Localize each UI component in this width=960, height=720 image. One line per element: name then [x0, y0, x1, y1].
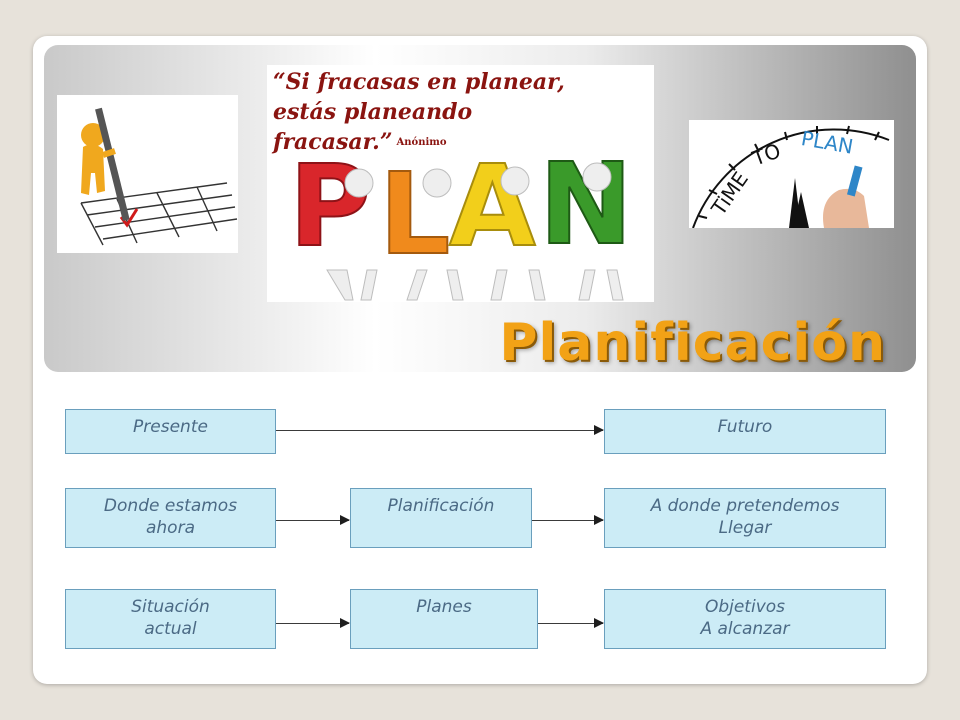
box-line: A alcanzar [700, 619, 790, 639]
box-situacion-actual: Situación actual [65, 589, 276, 649]
clock-icon: TiME TO PLAN [692, 125, 890, 228]
arrow-row2-left [276, 515, 350, 525]
box-line: Planes [416, 597, 472, 617]
arrow-row3-right [538, 618, 604, 628]
box-line: Planificación [387, 496, 495, 516]
box-line: ahora [145, 518, 195, 538]
plan-quote-image: “Si fracasas en planear, estás planeando… [267, 65, 654, 302]
quote-text: “Si fracasas en planear, estás planeando… [273, 67, 643, 158]
box-line: actual [144, 619, 197, 639]
clock-text-time: TiME [706, 167, 753, 220]
box-line: Objetivos [704, 597, 786, 617]
box-line: Presente [133, 417, 208, 437]
box-line: Situación [131, 597, 210, 617]
box-planes: Planes [350, 589, 538, 649]
time-to-plan-image: TiME TO PLAN [689, 120, 894, 228]
quote-line-2: estás planeando fracasar.”Anónimo [273, 99, 473, 155]
plan-letter-n: N [539, 140, 633, 270]
box-donde-estamos: Donde estamos ahora [65, 488, 276, 548]
plan-letter-a: A [449, 142, 536, 272]
box-line: Futuro [717, 417, 773, 437]
plan-letters-illustration: P L A N [288, 139, 634, 301]
box-line: A donde pretendemos [650, 496, 840, 516]
arrow-presente-futuro [276, 425, 604, 435]
box-a-donde: A donde pretendemos Llegar [604, 488, 886, 548]
box-planificacion: Planificación [350, 488, 532, 548]
box-line: Llegar [718, 518, 772, 538]
box-objetivos: Objetivos A alcanzar [604, 589, 886, 649]
box-presente: Presente [65, 409, 276, 454]
pencil-figure-icon [80, 107, 238, 246]
quote-line-1: “Si fracasas en planear, [273, 69, 565, 95]
page-title: Planificación [499, 313, 886, 372]
box-line: Donde estamos [103, 496, 238, 516]
banner: “Si fracasas en planear, estás planeando… [44, 45, 916, 372]
arrow-row2-right [532, 515, 604, 525]
plan-letter-p: P [289, 142, 371, 272]
box-futuro: Futuro [604, 409, 886, 454]
quote-author: Anónimo [396, 137, 447, 148]
clock-text-to: TO [748, 138, 783, 170]
arrow-row3-left [276, 618, 350, 628]
checklist-image [57, 95, 238, 253]
